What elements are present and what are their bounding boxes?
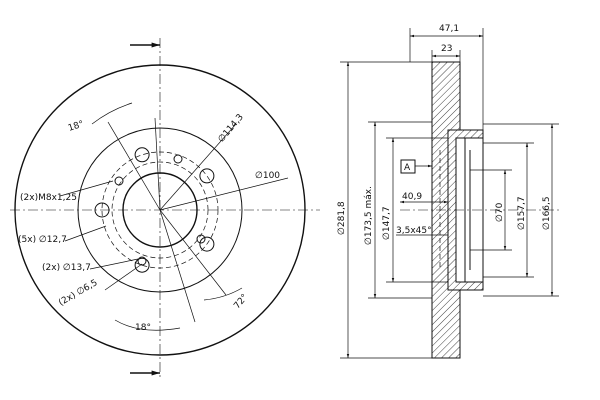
d1665-label: ∅166,5: [542, 196, 552, 230]
d1477-label: ∅147,7: [382, 206, 392, 240]
holes-5x-leader: [64, 225, 107, 242]
pilot-circle: [111, 161, 209, 259]
angle-arc-72: [203, 287, 243, 301]
bolt-holes: [94, 147, 215, 273]
center-bore: [122, 172, 198, 248]
holes-65-leader: [104, 263, 143, 291]
angle-ray: [159, 209, 196, 323]
d1577-label: ∅157,7: [517, 196, 527, 230]
small-hole: [137, 256, 147, 266]
chamfer-label: 3,5x45°: [396, 226, 432, 236]
small-hole: [173, 154, 183, 164]
angle-bottom-label: 18°: [135, 323, 151, 333]
angle-72-label: 72°: [232, 293, 250, 312]
angle-ray: [107, 121, 161, 211]
angle-ray: [159, 209, 227, 296]
center-bore-label: ∅100: [255, 171, 280, 181]
depth-409-label: 40,9: [402, 192, 422, 202]
side-view: 47,1 23 ∅281,8 ∅173,5 máx. ∅147,7 A: [337, 24, 560, 359]
bolt-hole: [134, 147, 150, 163]
datum-box: [400, 159, 416, 174]
bolt-hole: [134, 257, 150, 273]
bolt-circle-leader: [159, 123, 237, 211]
bolt-hole: [94, 202, 110, 218]
d1735-label: ∅173,5 máx.: [364, 186, 374, 245]
angle-top-label: 18°: [67, 119, 85, 133]
holes-5x-label: (5x) ∅12,7: [18, 235, 67, 245]
hat-outer-edge: [77, 127, 243, 293]
angle-arc-top: [91, 102, 133, 125]
width-23-label: 23: [441, 44, 452, 54]
bolt-circle-label: ∅114,3: [217, 112, 246, 144]
thread-hole: [114, 176, 124, 186]
d70-label: ∅70: [495, 202, 505, 222]
bolt-circle: [101, 151, 219, 269]
holes-137-leader: [89, 258, 139, 270]
datum-label: A: [404, 163, 411, 173]
thread-hole: [196, 234, 206, 244]
front-view: 18° ∅114,3 ∅100 (2x)M8x1,25 (5x) ∅12,7 (…: [10, 38, 320, 378]
thread-label: (2x)M8x1,25: [20, 193, 77, 203]
d2818-label: ∅281,8: [337, 201, 347, 235]
disc-outer-edge: [14, 64, 306, 356]
bolt-hole: [199, 168, 215, 184]
holes-137-label: (2x) ∅13,7: [42, 263, 91, 273]
angle-ray: [154, 117, 161, 211]
bore-leader: [159, 177, 289, 211]
bolt-hole: [199, 236, 215, 252]
holes-65-label: (2x) ∅6,5: [57, 278, 99, 308]
width-471-label: 47,1: [439, 24, 459, 34]
angle-arc-bottom: [114, 319, 181, 331]
thread-leader: [59, 180, 114, 197]
